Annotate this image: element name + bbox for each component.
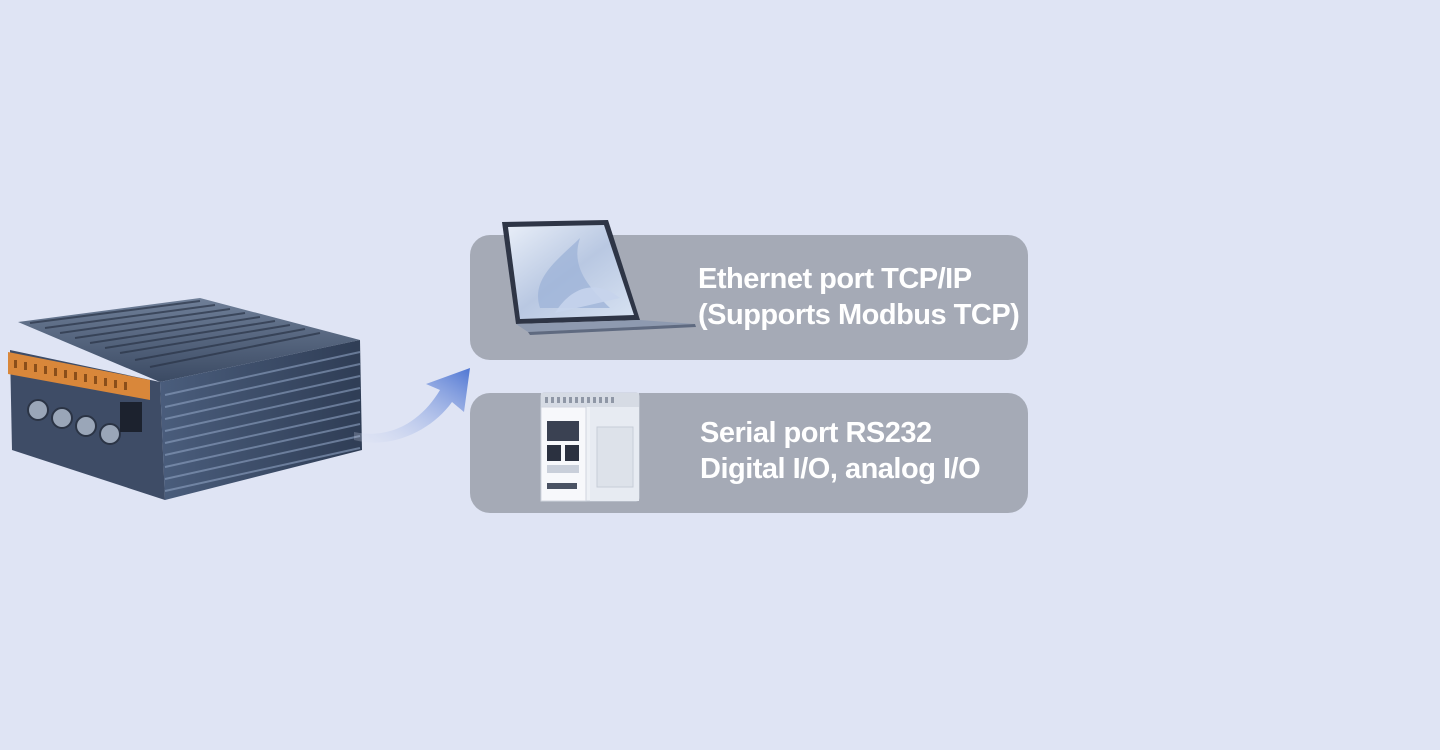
industrial-controller-image	[8, 298, 362, 500]
ethernet-line-1: Ethernet port TCP/IP	[698, 263, 972, 295]
serial-line-2: Digital I/O, analog I/O	[700, 453, 981, 485]
laptop-icon	[502, 220, 696, 335]
ethernet-line-2: (Supports Modbus TCP)	[698, 299, 1020, 331]
serial-line-1: Serial port RS232	[700, 417, 932, 449]
serial-card-text: Serial port RS232 Digital I/O, analog I/…	[700, 415, 981, 487]
ethernet-card-text: Ethernet port TCP/IP (Supports Modbus TC…	[698, 261, 1020, 333]
plc-module-icon	[540, 392, 640, 502]
connection-arrow-icon	[354, 368, 470, 443]
